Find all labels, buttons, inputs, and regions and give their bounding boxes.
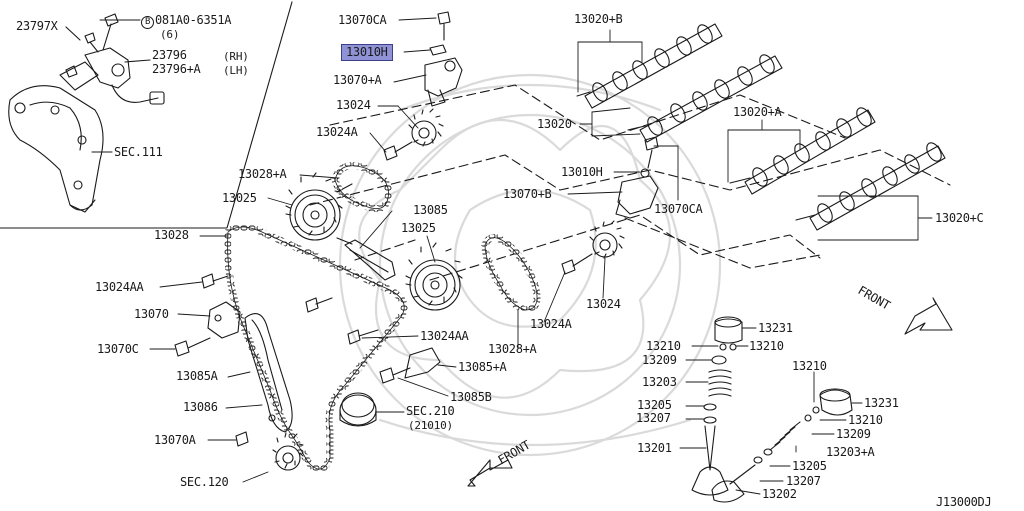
label-sec-210-sub: (21010) [408,419,453,432]
label-13024A-left: 13024A [316,125,358,139]
chain-13028A-mid [481,234,541,314]
crank-sensor-inset [8,13,165,213]
label-13070: 13070 [134,307,169,321]
front-arrow-left [467,459,513,487]
label-13070C: 13070C [97,342,139,356]
crank-sprocket [272,432,304,471]
chain-13028-primary [224,223,408,473]
bolt-qty: (6) [160,28,180,41]
label-13020C: 13020+C [935,211,984,225]
inset-box [0,1,293,229]
label-13020A: 13020+A [733,105,782,119]
camshaft-13020 [627,54,783,143]
label-13028: 13028 [154,228,189,242]
tensioner-13070 [174,301,241,357]
label-13210-d: 13210 [848,413,883,427]
label-13085A: 13085A [176,369,218,383]
label-13085: 13085 [413,203,448,217]
label-sec-210: SEC.210 [406,404,455,418]
oil-pump-sprocket [339,392,377,427]
label-13010H-highlighted[interactable]: 13010H [341,44,393,61]
label-13205-left: 13205 [637,398,672,412]
front-arrow-right [904,297,953,335]
label-13231-right: 13231 [864,396,899,410]
label-13020: 13020 [537,117,572,131]
valvetrain-left [691,316,743,496]
sensor-rh-tag: (RH) [223,50,249,63]
label-13028A-left: 13028+A [238,167,287,181]
label-13203A: 13203+A [826,445,875,459]
camshaft-13020B [576,23,723,109]
sensor-lh-tag: (LH) [223,64,249,77]
label-13070CA-mid: 13070CA [654,202,703,216]
label-13025-left: 13025 [222,191,257,205]
leader-lines [149,17,933,495]
label-13024-right: 13024 [586,297,621,311]
bolts-misc [201,273,379,447]
guide-13085A [244,313,293,433]
label-13070A-bottom: 13070A [154,433,196,447]
label-13010H-mid: 13010H [561,165,603,179]
label-13085A-plus: 13085+A [458,360,507,374]
sprocket-13024-right [561,220,625,275]
label-13231-left: 13231 [758,321,793,335]
label-13207-right: 13207 [786,474,821,488]
diagram-code: J13000DJ [936,495,992,509]
dashed-head-outline [309,84,951,281]
label-13028A-mid: 13028+A [488,342,537,356]
tensioner-13070B [615,136,659,219]
label-13024: 13024 [336,98,371,112]
label-sec-120: SEC.120 [180,475,229,489]
sprocket-13025-mid [405,242,463,311]
label-13210-a: 13210 [646,339,681,353]
sec-111-label: SEC.111 [114,145,163,159]
label-13070CA-top: 13070CA [338,13,387,27]
label-13025-mid: 13025 [401,221,436,235]
label-13201: 13201 [637,441,672,455]
guide-13085B [379,347,441,384]
camshaft-13020A [729,107,876,195]
label-13210-c: 13210 [792,359,827,373]
chain-13028A-left [331,162,392,213]
label-13024AA-mid: 13024AA [420,329,469,343]
label-13086: 13086 [183,400,218,414]
guide-13085-upper [344,239,396,281]
label-13070B: 13070+B [503,187,552,201]
label-13207-left: 13207 [636,411,671,425]
camshaft-13020C [795,142,946,231]
label-13085B: 13085B [450,390,492,404]
sensor-left-label: 23797X [16,19,58,33]
label-13024A-mid: 13024A [530,317,572,331]
valvetrain-right [711,388,853,503]
tensioner-13070A-upper [424,11,463,107]
label-13205-right: 13205 [792,459,827,473]
sensor-rh-label: 23796 [152,48,187,62]
label-13203: 13203 [642,375,677,389]
sprocket-13024-upper [383,108,444,161]
sensor-lh-label: 23796+A [152,62,201,76]
label-13209-left: 13209 [642,353,677,367]
label-13210-b: 13210 [749,339,784,353]
watermark-emblem [338,73,722,457]
label-13024AA-left: 13024AA [95,280,144,294]
bolt-circle-letter: B [141,16,154,29]
label-13202: 13202 [762,487,797,501]
label-13070A-top: 13070+A [333,73,382,87]
label-13020B: 13020+B [574,12,623,26]
label-13209-right: 13209 [836,427,871,441]
bolt-part-number: 081A0-6351A [155,13,232,27]
